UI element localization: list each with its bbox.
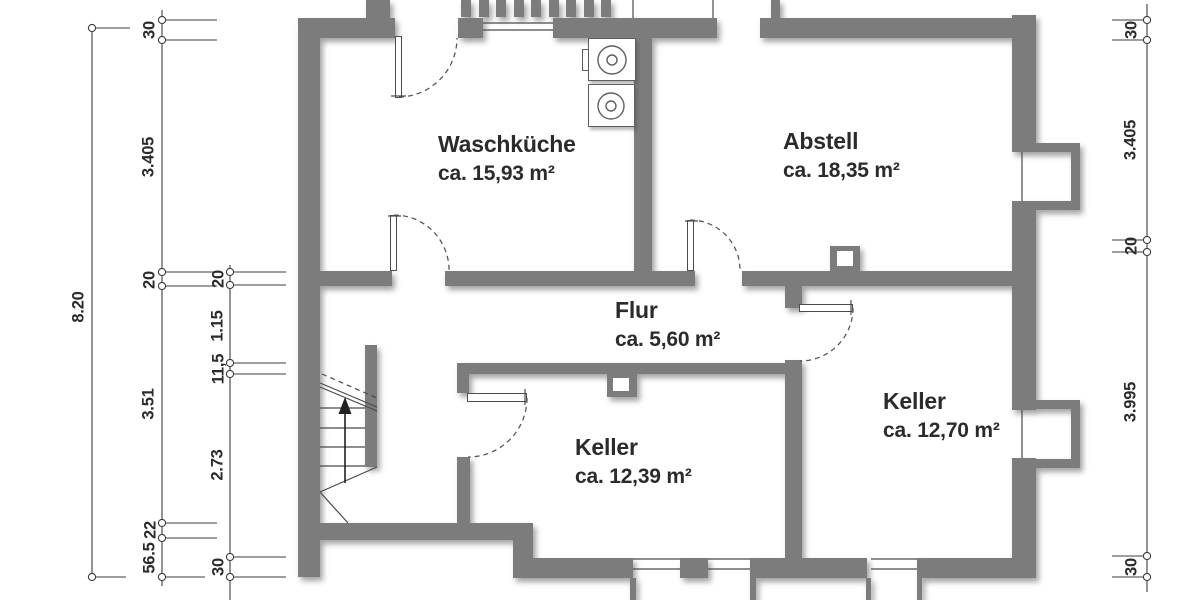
room-name: Abstell bbox=[783, 128, 859, 154]
wall-keller-right-a bbox=[785, 285, 802, 308]
exterior-wall-right-2 bbox=[1012, 201, 1036, 410]
dim-label: 30 bbox=[1122, 21, 1141, 39]
wall-keller-left bbox=[457, 457, 470, 523]
door-leaf-entry bbox=[395, 36, 402, 98]
exterior-wall-bottom-b bbox=[750, 558, 867, 578]
door-leaf-keller-mitte bbox=[467, 393, 527, 402]
wall-flur-top-b bbox=[445, 271, 695, 286]
wall-flur-top-c bbox=[742, 271, 1012, 286]
door-leaf-waschkueche bbox=[390, 215, 397, 271]
room-name: Keller bbox=[575, 434, 638, 460]
dim-total-left: 8.20 bbox=[69, 291, 88, 323]
washer-control-box bbox=[582, 49, 589, 71]
stair-tread bbox=[461, 0, 471, 17]
room-name: Keller bbox=[883, 388, 946, 414]
stair-tread bbox=[549, 0, 559, 17]
dim-label: 20 bbox=[209, 270, 228, 288]
dim-label: 30 bbox=[1122, 558, 1141, 576]
dim-label: 1.15 bbox=[208, 310, 227, 342]
room-waschkueche: Waschküche ca. 15,93 m² bbox=[438, 131, 576, 185]
stair-tread bbox=[566, 0, 576, 17]
room-keller-mitte: Keller ca. 12,39 m² bbox=[575, 434, 692, 488]
lightwell-a-right bbox=[750, 578, 756, 600]
door-leaf-abstell bbox=[687, 220, 694, 271]
stair-spine-wall bbox=[365, 345, 377, 467]
stair-pier bbox=[458, 18, 483, 38]
window-box2-top bbox=[1030, 400, 1080, 409]
stair-tread bbox=[514, 0, 524, 17]
room-area: ca. 15,93 m² bbox=[438, 162, 555, 185]
room-name: Flur bbox=[615, 297, 658, 323]
dim-label: 30 bbox=[140, 21, 159, 39]
window-box1-right bbox=[1071, 143, 1080, 210]
window-box1-top bbox=[1030, 143, 1080, 152]
window-box2-bottom bbox=[1030, 459, 1080, 468]
exterior-wall-top-a bbox=[298, 18, 395, 38]
stair-tread bbox=[601, 0, 611, 17]
exterior-wall-bottom-c bbox=[917, 558, 1036, 578]
dim-label: 3.51 bbox=[139, 388, 158, 420]
exterior-wall-top-c bbox=[760, 18, 1036, 38]
washing-machine-1 bbox=[588, 38, 636, 81]
room-area: ca. 12,70 m² bbox=[883, 419, 1000, 442]
room-flur: Flur ca. 5,60 m² bbox=[615, 297, 721, 351]
room-name: Waschküche bbox=[438, 131, 576, 157]
dim-label: 2.73 bbox=[208, 449, 227, 481]
wall-waschkueche-abstell bbox=[634, 38, 652, 285]
door-leaf-keller-rechts bbox=[799, 304, 853, 312]
exterior-wall-bottom-a bbox=[533, 558, 633, 578]
wall-stub-top-left bbox=[366, 0, 390, 18]
dim-label: 20 bbox=[1122, 237, 1141, 255]
dim-label: 3.405 bbox=[1121, 119, 1140, 161]
dim-label: 3.995 bbox=[1121, 381, 1140, 423]
wall-keller-right-b bbox=[785, 360, 802, 558]
chimney-keller-flue bbox=[613, 378, 629, 391]
stair-tread bbox=[531, 0, 541, 17]
washing-machine-2 bbox=[588, 84, 635, 127]
dim-label: 56.5 bbox=[140, 542, 159, 574]
dim-label: 20 bbox=[140, 271, 159, 289]
dim-label: 11,5 bbox=[209, 353, 228, 385]
stair-tread bbox=[496, 0, 506, 17]
lightwell-a-left bbox=[630, 578, 636, 600]
exterior-wall-top-b bbox=[553, 18, 717, 38]
exterior-wall-bottom-stub bbox=[680, 558, 708, 578]
exterior-wall-left bbox=[298, 18, 320, 577]
room-area: ca. 18,35 m² bbox=[783, 159, 900, 182]
window-box1-bottom bbox=[1030, 201, 1080, 210]
wall-flur-top-a bbox=[320, 271, 392, 286]
wall-step-block bbox=[513, 523, 533, 578]
lightwell-b-right bbox=[917, 578, 922, 600]
wall-flur-bottom-stub bbox=[457, 363, 469, 393]
window-box2-right bbox=[1071, 400, 1080, 468]
chimney-abstell-flue bbox=[837, 251, 853, 266]
stair-tread bbox=[584, 0, 594, 17]
wall-flur-bottom-thin bbox=[457, 363, 785, 374]
dim-label: 22 bbox=[141, 521, 160, 539]
wall-stub-top-right bbox=[771, 0, 780, 18]
lightwell-b-left bbox=[866, 578, 871, 600]
room-area: ca. 12,39 m² bbox=[575, 465, 692, 488]
room-abstell: Abstell ca. 18,35 m² bbox=[783, 128, 900, 182]
stair-tread bbox=[479, 0, 489, 17]
exterior-wall-right-1 bbox=[1012, 15, 1036, 152]
exterior-wall-bottom-left bbox=[320, 523, 533, 540]
room-keller-rechts: Keller ca. 12,70 m² bbox=[883, 388, 1000, 442]
dim-label: 30 bbox=[209, 558, 228, 576]
room-area: ca. 5,60 m² bbox=[615, 328, 721, 351]
dim-label: 3.405 bbox=[139, 136, 158, 178]
